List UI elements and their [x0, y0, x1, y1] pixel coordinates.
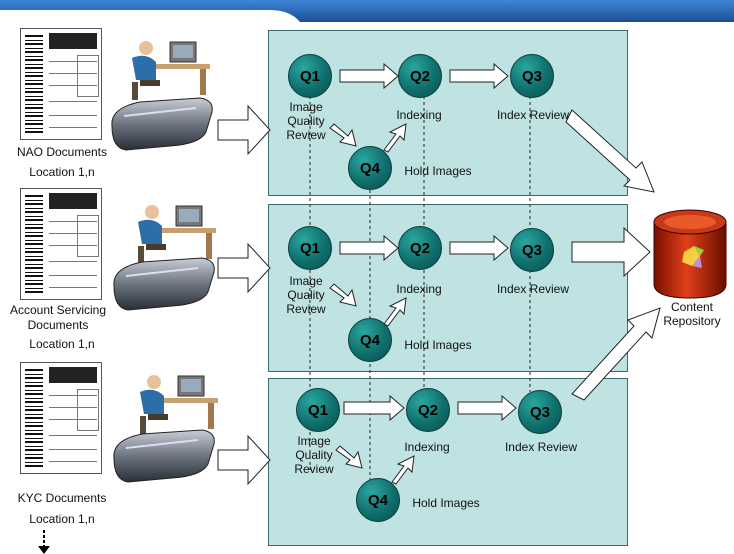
nao-documents-label: NAO Documents	[16, 145, 108, 159]
q3-label: Index Review	[496, 282, 570, 296]
scanner-icon	[111, 97, 213, 151]
q3-node: Q3	[518, 390, 562, 434]
account-servicing-document-image	[20, 188, 102, 300]
q1-label: Image Quality Review	[286, 100, 326, 142]
nao-document-image	[20, 28, 102, 140]
q1-label: Image Quality Review	[294, 434, 334, 476]
q3-node: Q3	[510, 228, 554, 272]
account-servicing-label: Account Servicing Documents	[9, 303, 107, 332]
q4-label: Hold Images	[412, 496, 480, 510]
q2-node: Q2	[406, 388, 450, 432]
q2-label: Indexing	[404, 440, 450, 454]
header-banner	[0, 0, 734, 22]
output-arrow	[565, 109, 655, 193]
operator-icon	[140, 375, 218, 434]
workflow-panel-nao	[268, 30, 628, 196]
input-arrow	[217, 242, 271, 294]
q3-label: Index Review	[504, 440, 578, 454]
workflow-panel-account-servicing	[268, 204, 628, 372]
q2-node: Q2	[398, 226, 442, 270]
q4-node: Q4	[348, 318, 392, 362]
account-servicing-location-label: Location 1,n	[29, 337, 95, 351]
database-icon	[653, 209, 727, 299]
kyc-documents-label: KYC Documents	[17, 491, 107, 505]
input-arrow	[217, 104, 271, 156]
q1-node: Q1	[288, 54, 332, 98]
content-repository-label: Content Repository	[663, 300, 721, 328]
q1-label: Image Quality Review	[286, 274, 326, 316]
q2-label: Indexing	[396, 108, 442, 122]
nao-location-label: Location 1,n	[29, 165, 95, 179]
kyc-document-image	[20, 362, 102, 474]
q1-node: Q1	[288, 226, 332, 270]
kyc-location-label: Location 1,n	[29, 512, 95, 526]
q3-node: Q3	[510, 54, 554, 98]
q2-node: Q2	[398, 54, 442, 98]
q4-node: Q4	[348, 146, 392, 190]
q1-node: Q1	[296, 388, 340, 432]
scanner-icon	[113, 429, 215, 483]
output-arrow	[571, 226, 651, 278]
q4-label: Hold Images	[404, 164, 472, 178]
operator-icon	[132, 41, 210, 100]
input-arrow	[217, 434, 271, 486]
scanner-icon	[113, 257, 215, 311]
q2-label: Indexing	[396, 282, 442, 296]
q4-label: Hold Images	[404, 338, 472, 352]
q3-label: Index Review	[496, 108, 570, 122]
q4-node: Q4	[356, 478, 400, 522]
output-arrow	[571, 307, 661, 401]
operator-icon	[138, 205, 216, 264]
